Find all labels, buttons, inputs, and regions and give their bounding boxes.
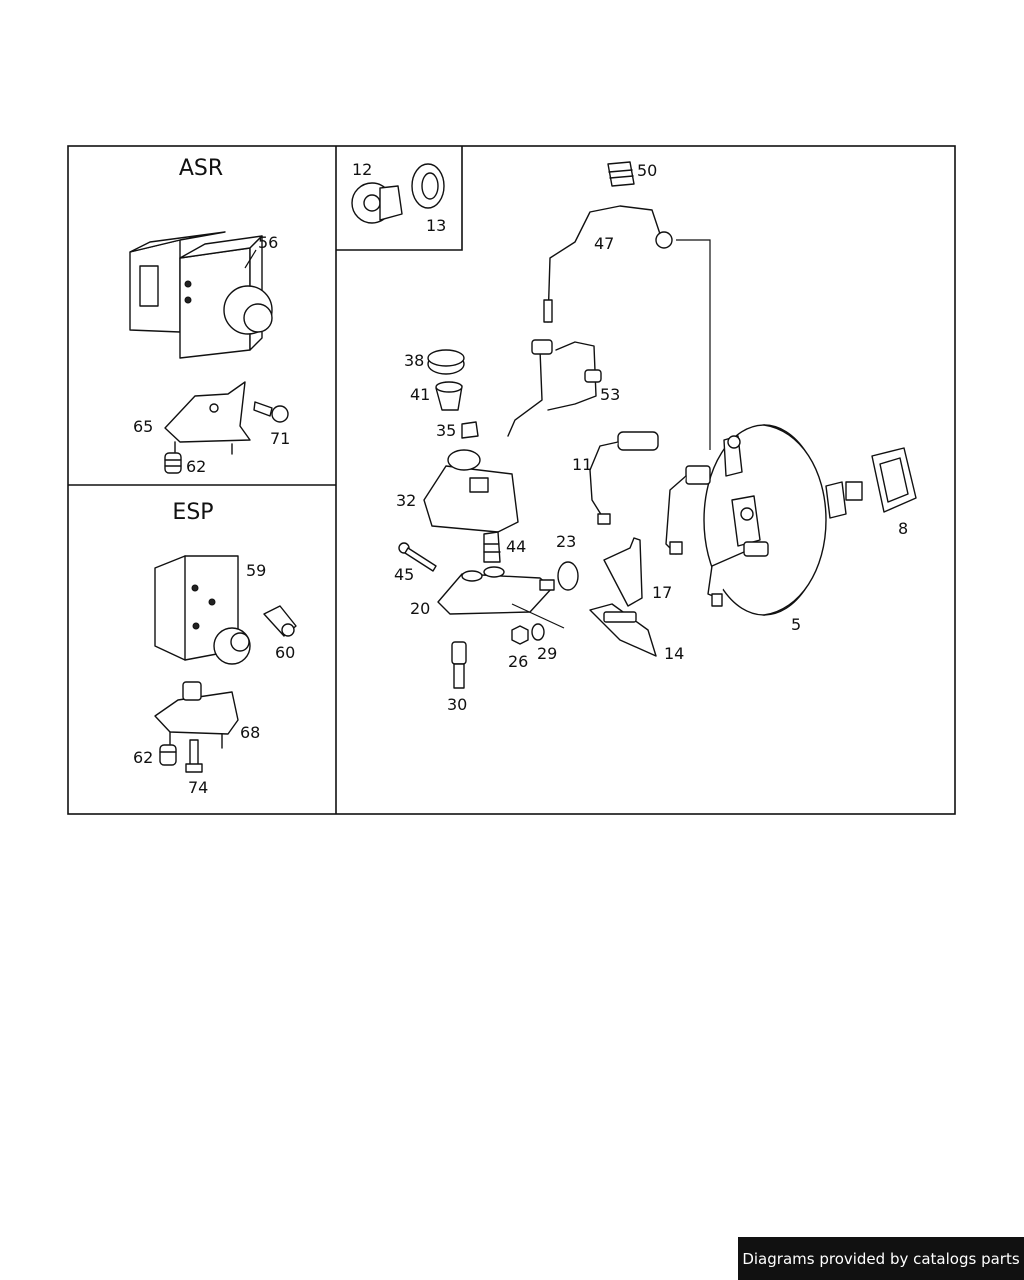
lower-bracket [589,603,657,657]
callout-23: 23 [556,532,576,551]
diagram-border [67,145,956,815]
callout-30: 30 [447,695,467,714]
asr-bracket [164,381,251,455]
callout-50: 50 [637,161,657,180]
esp-panel-title: ESP [172,500,213,525]
callout-71: 71 [270,429,290,448]
o-ring [557,561,579,591]
washer [531,623,545,641]
callout-29: 29 [537,644,557,663]
switch-bracket [603,537,643,607]
callout-26: 26 [508,652,528,671]
callout-41: 41 [410,385,430,404]
mounting-bolt [398,542,437,572]
pressure-switch [451,641,467,689]
callout-17: 17 [652,583,672,602]
callout-13: 13 [426,216,446,235]
vacuum-grommet [607,161,635,187]
callout-62-esp: 62 [133,748,153,767]
footer-credit-text: Diagrams provided by catalogs parts [742,1249,1020,1268]
callout-56: 56 [258,233,278,252]
inset-seal-13 [411,163,445,209]
brake-booster [665,424,863,616]
callout-11: 11 [572,455,592,474]
callout-38: 38 [404,351,424,370]
hose-assembly [507,339,602,437]
inset-box-border [336,146,463,251]
esp-sensor [263,605,297,637]
callout-62-asr: 62 [186,457,206,476]
hex-nut [511,625,529,645]
asr-panel-title: ASR [179,156,223,181]
asr-bolt [253,401,289,423]
callout-59: 59 [246,561,266,580]
callout-47: 47 [594,234,614,253]
reservoir-small-cap [461,421,479,439]
leader-56 [244,249,257,269]
callout-44: 44 [506,537,526,556]
inset-seal-12 [351,182,403,224]
esp-bolt [185,739,203,773]
callout-68: 68 [240,723,260,742]
master-cylinder [437,566,565,629]
esp-grommet [159,744,177,766]
callout-14: 14 [664,644,684,663]
callout-12: 12 [352,160,372,179]
reservoir-strainer [435,381,463,411]
asr-grommet [164,452,182,474]
callout-20: 20 [410,599,430,618]
vacuum-line [543,205,673,323]
booster-gasket [871,447,917,513]
brake-switch [589,431,659,525]
callout-60: 60 [275,643,295,662]
reservoir-cap [427,349,465,375]
callout-45: 45 [394,565,414,584]
callout-5: 5 [791,615,801,634]
callout-74: 74 [188,778,208,797]
callout-8: 8 [898,519,908,538]
callout-53: 53 [600,385,620,404]
leader-47-to-booster [676,239,711,450]
reservoir-grommet [483,531,501,563]
callout-65: 65 [133,417,153,436]
callout-32: 32 [396,491,416,510]
esp-bracket [154,681,239,749]
brake-fluid-reservoir [423,449,519,533]
esp-hydraulic-unit [154,555,251,665]
callout-35: 35 [436,421,456,440]
footer-credit-bar: Diagrams provided by catalogs parts [738,1237,1024,1280]
asr-hydraulic-unit [129,231,273,359]
